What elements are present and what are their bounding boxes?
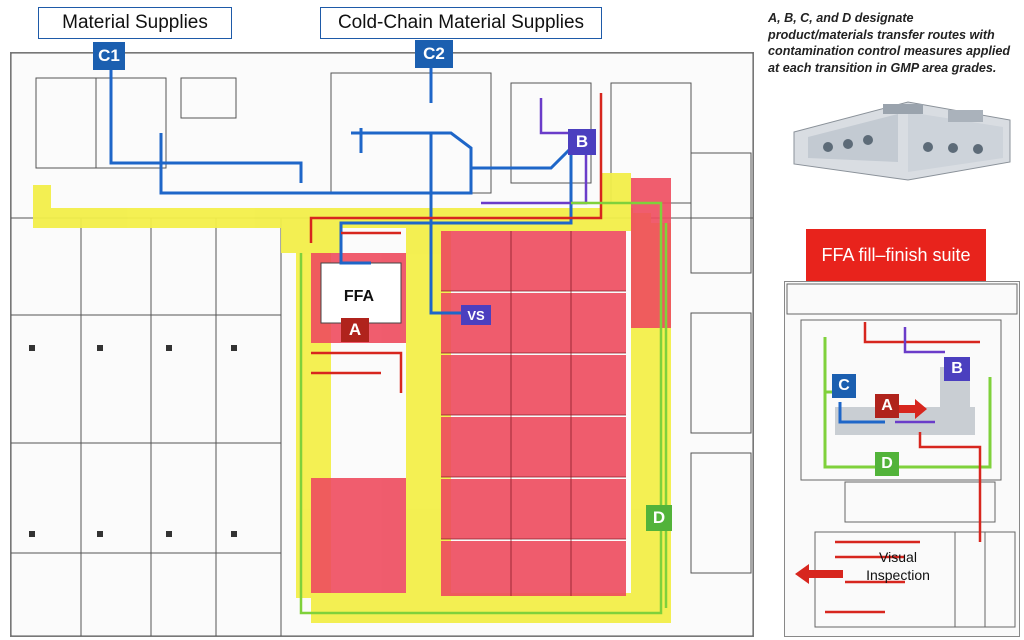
cold-chain-supplies-title: Cold-Chain Material Supplies [320,7,602,39]
ffa-label: FFA [343,288,375,305]
route-tag-d: D [646,505,672,531]
suite-tag-d: D [875,452,899,476]
suite-tag-c: C [832,374,856,398]
floor-plan-drawing [11,53,753,636]
suite-tag-b: B [944,357,970,381]
route-tag-a: A [341,318,369,342]
route-caption: A, B, C, and D designate product/materia… [768,11,1011,75]
visual-inspection-line1: Visual [879,549,917,565]
photo-isolator-icon [788,92,1016,184]
suite-title: FFA fill–finish suite [806,229,986,281]
visual-inspection-line2: Inspection [866,567,930,583]
suite-floor-plan [784,281,1020,637]
exit-arrow-icon [795,564,843,584]
route-tag-vs: VS [461,305,491,325]
route-tag-b: B [568,129,596,155]
facility-floor-plan [10,52,754,637]
route-tag-c2: C2 [415,40,453,68]
suite-tag-a: A [875,394,899,418]
material-supplies-title: Material Supplies [38,7,232,39]
visual-inspection-label: Visual Inspection [858,548,938,584]
route-tag-c1: C1 [93,42,125,70]
